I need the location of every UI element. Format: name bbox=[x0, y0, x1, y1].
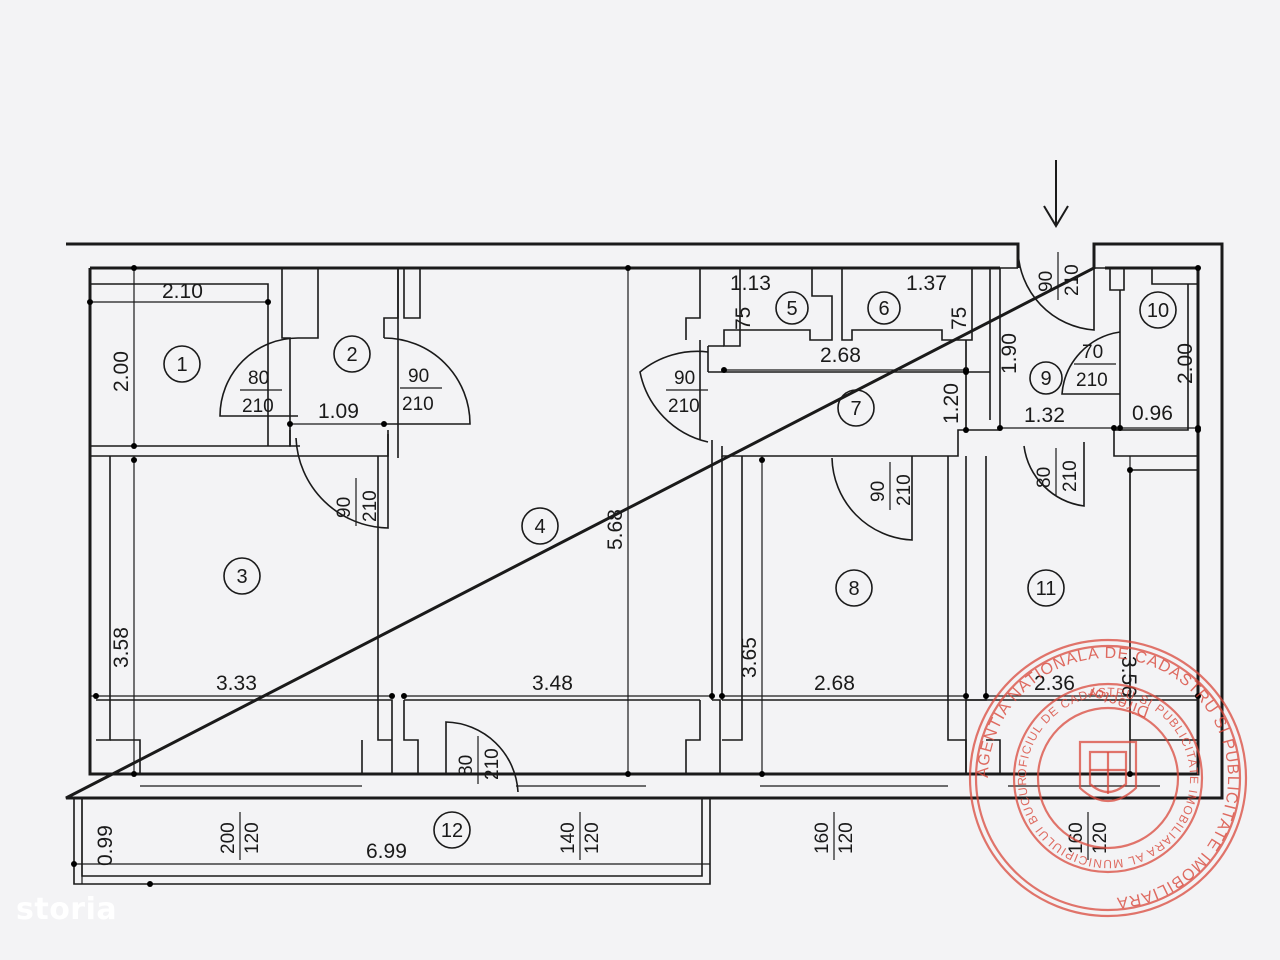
doors bbox=[219, 249, 1121, 793]
dimension-label: 5.68 bbox=[604, 509, 627, 550]
room-number: 4 bbox=[534, 516, 545, 538]
dimension-label: 3.33 bbox=[216, 672, 257, 695]
dimension-label: 6.99 bbox=[366, 840, 407, 863]
door-height: 210 bbox=[1076, 370, 1108, 391]
door-height: 210 bbox=[482, 748, 503, 780]
dimension-label: 3.58 bbox=[110, 627, 133, 668]
dimension-label: 1.09 bbox=[318, 400, 359, 423]
door-arc bbox=[639, 350, 709, 443]
window-height: 120 bbox=[582, 822, 603, 854]
windows bbox=[140, 773, 1160, 799]
room-number: 6 bbox=[878, 298, 889, 320]
room-number: 5 bbox=[786, 298, 797, 320]
door-height: 210 bbox=[360, 490, 381, 522]
dimension-label: 2.00 bbox=[110, 351, 133, 392]
room-number: 11 bbox=[1036, 578, 1057, 600]
dimension-label: 2.36 bbox=[1034, 672, 1075, 695]
dimension-label: 2.10 bbox=[162, 280, 203, 303]
door-width: 90 bbox=[334, 497, 355, 518]
dimension-label: 2.00 bbox=[1174, 343, 1197, 384]
door-height: 210 bbox=[668, 396, 700, 417]
door-arc bbox=[1023, 442, 1085, 507]
room-number: 12 bbox=[441, 820, 463, 842]
dimension-label: 1.90 bbox=[998, 333, 1021, 374]
room-labels: 1 2 3 4 5 6 7 8 9 10 11 12 bbox=[163, 291, 1177, 849]
door-height: 210 bbox=[1062, 264, 1083, 296]
door-height: 210 bbox=[242, 396, 274, 417]
door-width: 70 bbox=[1082, 342, 1103, 363]
room-number: 3 bbox=[236, 566, 247, 588]
window-height: 120 bbox=[836, 822, 857, 854]
dimension-label: 1.20 bbox=[940, 383, 963, 424]
window-height: 120 bbox=[1090, 822, 1111, 854]
dimension-labels: 2.10 2.00 1.09 3.58 3.33 5.68 3.48 1.13 … bbox=[94, 272, 1197, 866]
storia-logo: storia bbox=[16, 892, 118, 927]
room-number: 2 bbox=[346, 344, 357, 366]
dimension-label: 1.32 bbox=[1024, 404, 1065, 427]
interior-walls bbox=[90, 267, 1198, 774]
window-height: 120 bbox=[242, 822, 263, 854]
window-width: 140 bbox=[558, 822, 579, 854]
room-number: 9 bbox=[1040, 368, 1051, 390]
door-width: 90 bbox=[868, 481, 889, 502]
door-height: 210 bbox=[1060, 460, 1081, 492]
dimension-label: 75 bbox=[732, 307, 755, 330]
dimension-label: 3.65 bbox=[738, 637, 761, 678]
coat-of-arms-icon bbox=[1078, 740, 1138, 802]
door-arc bbox=[1017, 249, 1095, 331]
dimension-label: 0.96 bbox=[1132, 402, 1173, 425]
door-width: 90 bbox=[674, 368, 695, 389]
door-arc bbox=[383, 337, 471, 425]
door-width: 80 bbox=[248, 368, 269, 389]
door-arc bbox=[219, 337, 299, 417]
door-width: 80 bbox=[456, 755, 477, 776]
door-arc bbox=[1061, 331, 1121, 395]
window-width: 160 bbox=[812, 822, 833, 854]
window-labels: 200 120 140 120 160 120 160 120 bbox=[218, 812, 1111, 860]
room-number: 10 bbox=[1147, 300, 1169, 322]
door-arc bbox=[831, 456, 913, 541]
door-height: 210 bbox=[894, 474, 915, 506]
official-stamp: AGENTIA NATIONALA DE CADASTRU SI PUBLICI… bbox=[0, 0, 1248, 918]
room-number: 1 bbox=[176, 354, 187, 376]
window-width: 160 bbox=[1066, 822, 1087, 854]
dimension-label: 2.68 bbox=[820, 344, 861, 367]
dimension-label: 1.37 bbox=[906, 272, 947, 295]
dimension-label: 75 bbox=[948, 307, 971, 330]
door-width: 80 bbox=[1034, 467, 1055, 488]
door-arc bbox=[445, 721, 519, 793]
dimension-label: 0.99 bbox=[94, 825, 117, 866]
dimension-label: 3.48 bbox=[532, 672, 573, 695]
door-width: 90 bbox=[1036, 271, 1057, 292]
room-number: 8 bbox=[848, 578, 859, 600]
entrance-arrow-icon bbox=[1043, 160, 1069, 228]
door-labels: 80 210 90 210 90 210 90 210 90 210 90 21… bbox=[240, 252, 1116, 784]
dimension-label: 1.13 bbox=[730, 272, 771, 295]
room-number: 7 bbox=[850, 398, 861, 420]
door-height: 210 bbox=[402, 394, 434, 415]
dimension-lines bbox=[71, 265, 1201, 887]
window-width: 200 bbox=[218, 822, 239, 854]
door-arc bbox=[295, 434, 389, 529]
door-width: 90 bbox=[408, 366, 429, 387]
dimension-label: 2.68 bbox=[814, 672, 855, 695]
